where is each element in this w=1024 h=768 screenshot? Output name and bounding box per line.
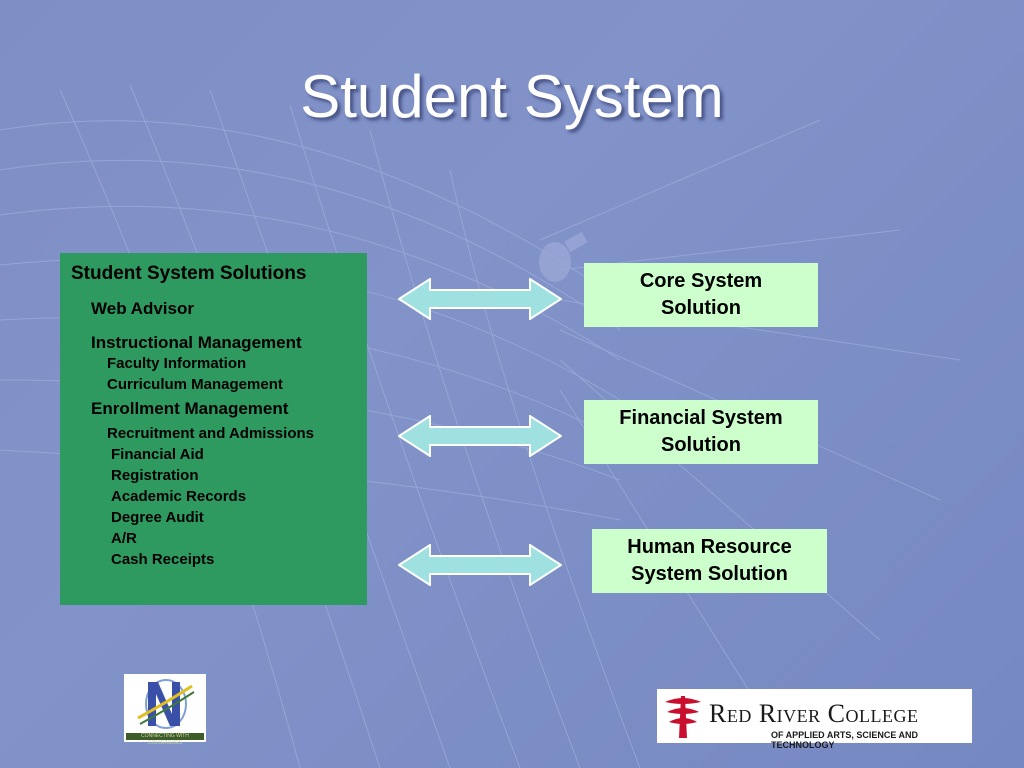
red-river-college-logo: Red River College OF APPLIED ARTS, SCIEN… [657, 689, 972, 750]
list-item: Academic Records [111, 488, 247, 505]
list-item: Cash Receipts [111, 551, 215, 568]
human-resource-system-solution-box: Human Resource System Solution [592, 529, 827, 593]
list-item: Curriculum Management [107, 376, 283, 393]
red-river-emblem-icon [665, 696, 701, 738]
college-name: Red River College [709, 699, 919, 728]
web-advisor-label: Web Advisor [91, 299, 194, 318]
core-system-solution-box: Core System Solution [584, 263, 818, 327]
college-subtitle: OF APPLIED ARTS, SCIENCE AND TECHNOLOGY [771, 730, 919, 750]
list-item: Financial Aid [111, 446, 204, 463]
double-arrow-icon [398, 278, 562, 320]
enrollment-management-label: Enrollment Management [91, 399, 289, 418]
list-item: Degree Audit [111, 509, 204, 526]
list-item: A/R [111, 530, 137, 547]
list-item: Faculty Information [107, 355, 247, 372]
financial-system-solution-box: Financial System Solution [584, 400, 818, 464]
connecting-colleagues-logo: CONNECTING WITH COLLEAGUES [124, 674, 206, 746]
solutions-heading: Student System Solutions [71, 263, 307, 284]
logo-emblem-icon [137, 679, 195, 729]
logo-tagline: CONNECTING WITH COLLEAGUES [126, 733, 204, 746]
double-arrow-icon [398, 415, 562, 457]
list-item: Registration [111, 467, 199, 484]
slide-title: Student System [300, 63, 724, 130]
instructional-management-label: Instructional Management [91, 333, 302, 352]
double-arrow-icon [398, 544, 562, 586]
student-system-solutions-box: Student System Solutions Web Advisor Ins… [60, 253, 367, 605]
list-item: Recruitment and Admissions [107, 425, 314, 442]
